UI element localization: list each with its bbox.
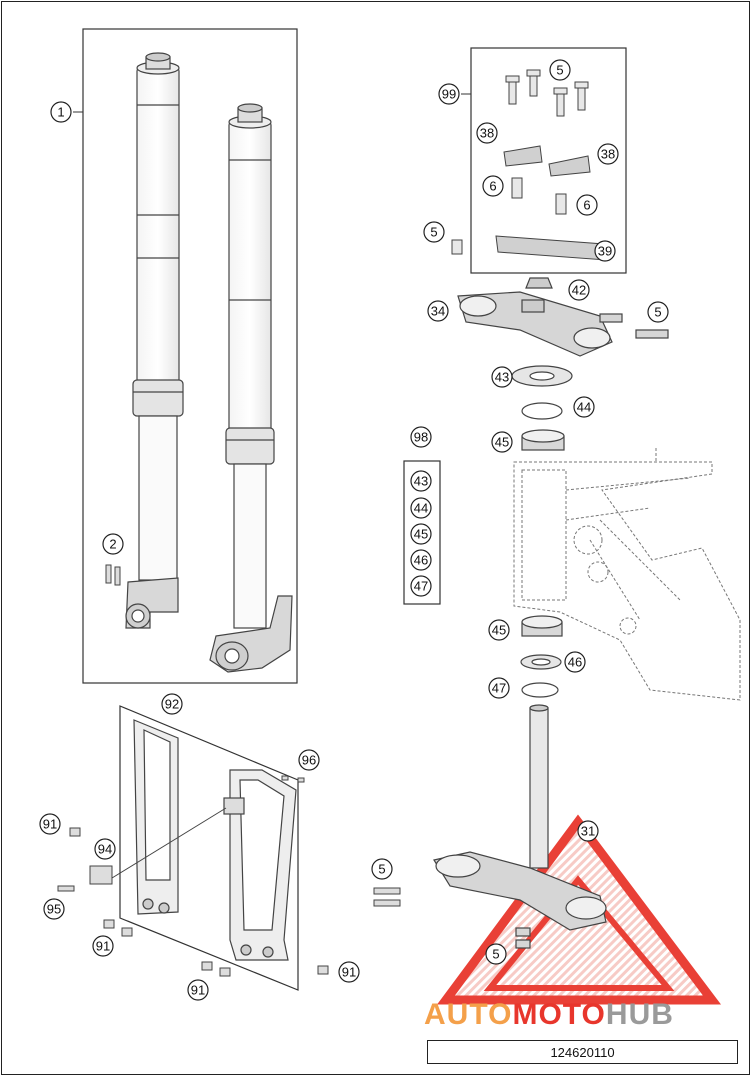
screw-set-5	[373, 887, 401, 907]
callout-label: 91	[342, 965, 356, 980]
clamp-kit-box	[470, 47, 627, 274]
callout-label: 45	[414, 527, 428, 542]
screw-pair-2	[105, 564, 121, 586]
callout-label: 43	[495, 370, 509, 385]
callout-label: 46	[414, 553, 428, 568]
callout-5: 5	[371, 858, 393, 880]
callout-label: 98	[414, 430, 428, 445]
callout-label: 46	[568, 655, 582, 670]
callout-label: 5	[654, 305, 661, 320]
callout-label: 45	[492, 623, 506, 638]
callout-label: 99	[442, 87, 456, 102]
callout-label: 5	[556, 63, 563, 78]
callout-6: 6	[576, 194, 598, 216]
callout-label: 95	[47, 902, 61, 917]
callout-label: 34	[431, 304, 445, 319]
callout-47: 47	[410, 575, 432, 597]
callout-label: 47	[492, 681, 506, 696]
callout-layer: 1 2 5 99 38 38 6 6 5 39 42 34 5 43 44 98 45 43 44 45 46 47 45 4…	[39, 59, 669, 1001]
callout-label: 45	[495, 435, 509, 450]
callout-label: 1	[57, 105, 64, 120]
bearing-kit-box	[403, 460, 441, 605]
callout-label: 2	[109, 537, 116, 552]
callout-47: 47	[488, 677, 510, 699]
part-number: 124620110	[550, 1044, 615, 1060]
callout-39: 39	[594, 240, 616, 262]
callout-95: 95	[43, 898, 65, 920]
callout-38: 38	[476, 122, 498, 144]
callout-91: 91	[187, 979, 209, 1001]
callout-46: 46	[564, 651, 586, 673]
callout-45: 45	[491, 431, 513, 453]
callout-98: 98	[410, 426, 432, 448]
callout-label: 47	[414, 579, 428, 594]
callout-5: 5	[485, 943, 507, 965]
callout-94: 94	[94, 838, 116, 860]
callout-96: 96	[298, 749, 320, 771]
watermark-text-moto: MOTO	[512, 998, 606, 1031]
callout-label: 44	[414, 501, 428, 516]
watermark-text-auto: AUTO	[424, 998, 513, 1031]
callout-label: 91	[43, 817, 57, 832]
lower-triple-clamp	[433, 704, 607, 949]
part-number-box: 124620110	[427, 1040, 738, 1064]
callout-44: 44	[410, 497, 432, 519]
watermark-text: AUTOMOTOHUB	[424, 993, 746, 1037]
callout-label: 94	[98, 842, 112, 857]
callout-91: 91	[92, 935, 114, 957]
callout-43: 43	[491, 366, 513, 388]
callout-label: 5	[430, 225, 437, 240]
callout-label: 42	[572, 283, 586, 298]
callout-label: 96	[302, 753, 316, 768]
callout-99: 99	[438, 83, 460, 105]
callout-label: 43	[414, 474, 428, 489]
callout-2: 2	[102, 533, 124, 555]
callout-label: 5	[492, 947, 499, 962]
callout-91: 91	[39, 813, 61, 835]
callout-label: 91	[96, 939, 110, 954]
callout-34: 34	[427, 300, 449, 322]
callout-46: 46	[410, 549, 432, 571]
fork-guard-screws	[57, 775, 329, 977]
bearing-stack-upper	[511, 365, 573, 451]
callout-label: 6	[489, 179, 496, 194]
callout-label: 92	[165, 697, 179, 712]
callout-5: 5	[647, 301, 669, 323]
callout-label: 91	[191, 983, 205, 998]
callout-38: 38	[597, 143, 619, 165]
callout-label: 38	[480, 126, 494, 141]
frame-outline	[513, 448, 741, 701]
callout-label: 31	[581, 824, 595, 839]
fork-guard-right	[223, 769, 297, 961]
callout-45: 45	[488, 619, 510, 641]
callout-1: 1	[50, 101, 72, 123]
fork-assembly-box	[82, 28, 298, 684]
callout-label: 44	[577, 400, 591, 415]
fork-leg-right	[209, 103, 293, 673]
callout-91: 91	[338, 961, 360, 983]
callout-label: 38	[601, 147, 615, 162]
callout-label: 39	[598, 244, 612, 259]
fork-leg-left	[125, 52, 184, 629]
callout-5: 5	[549, 59, 571, 81]
fork-guard-left	[133, 719, 179, 915]
bearing-stack-lower	[520, 615, 563, 698]
callout-43: 43	[410, 470, 432, 492]
handlebar-clamp-hardware	[451, 69, 607, 261]
callout-31: 31	[577, 820, 599, 842]
callout-44: 44	[573, 396, 595, 418]
callout-6: 6	[482, 175, 504, 197]
callout-42: 42	[568, 279, 590, 301]
callout-92: 92	[161, 693, 183, 715]
callout-45: 45	[410, 523, 432, 545]
watermark-text-hub: HUB	[605, 998, 674, 1031]
callout-label: 5	[378, 862, 385, 877]
callout-5: 5	[423, 221, 445, 243]
upper-triple-clamp	[457, 277, 669, 357]
callout-label: 6	[583, 198, 590, 213]
